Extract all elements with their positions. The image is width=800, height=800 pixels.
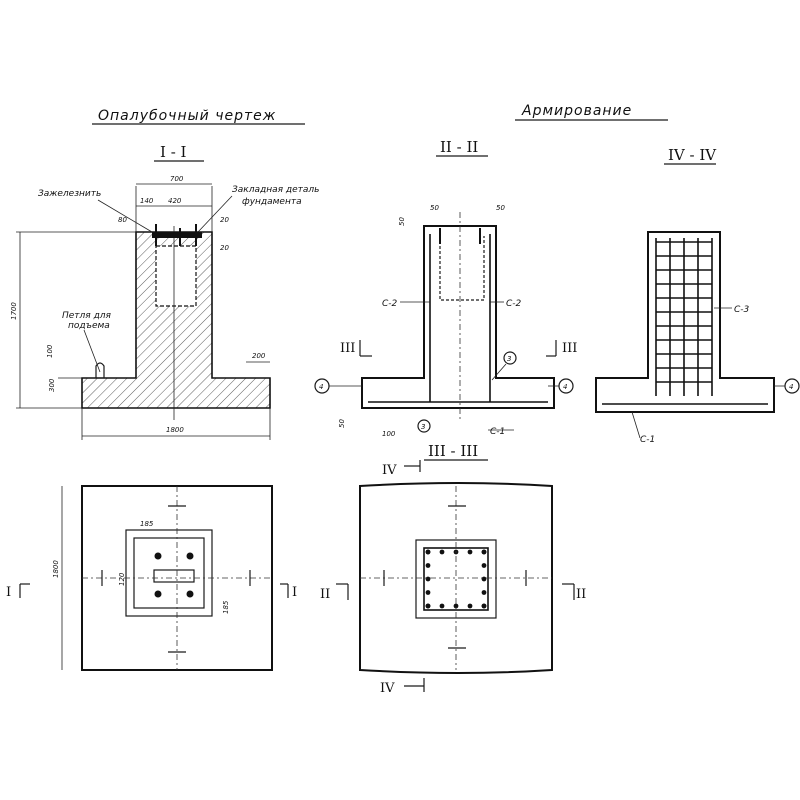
svg-text:4: 4 bbox=[789, 383, 793, 391]
svg-text:IV - IV: IV - IV bbox=[668, 146, 717, 164]
svg-text:50: 50 bbox=[338, 419, 346, 428]
rebar-dot bbox=[481, 563, 487, 568]
svg-text:1700: 1700 bbox=[10, 302, 18, 320]
svg-text:420: 420 bbox=[168, 197, 182, 205]
svg-text:50: 50 bbox=[496, 204, 505, 212]
section-title-1: I - I bbox=[154, 143, 204, 162]
svg-text:Зажелезнить: Зажелезнить bbox=[38, 189, 101, 199]
svg-text:I - I: I - I bbox=[160, 143, 187, 161]
embedded-socket bbox=[155, 245, 197, 307]
svg-text:4: 4 bbox=[563, 383, 567, 391]
svg-text:Петля для: Петля для bbox=[62, 311, 112, 321]
svg-text:120: 120 bbox=[118, 572, 126, 586]
svg-text:III: III bbox=[340, 341, 355, 356]
svg-text:300: 300 bbox=[48, 378, 56, 392]
svg-text:I: I bbox=[292, 585, 297, 600]
svg-text:С-3: С-3 bbox=[734, 305, 750, 315]
svg-text:200: 200 bbox=[252, 352, 266, 360]
svg-text:100: 100 bbox=[382, 430, 396, 438]
rebar-dot bbox=[425, 603, 431, 609]
rebar-dot bbox=[481, 549, 487, 555]
rebar-dot bbox=[481, 590, 487, 595]
svg-text:Закладная деталь: Закладная деталь bbox=[232, 185, 319, 195]
svg-text:фундамента: фундамента bbox=[242, 197, 302, 207]
svg-text:185: 185 bbox=[222, 600, 230, 614]
rebar-dot bbox=[425, 590, 431, 595]
svg-text:II: II bbox=[320, 587, 330, 602]
svg-text:50: 50 bbox=[398, 217, 406, 226]
svg-text:20: 20 bbox=[220, 244, 229, 252]
svg-text:III - III: III - III bbox=[428, 442, 478, 460]
svg-text:II - II: II - II bbox=[440, 138, 478, 156]
section-4-cage: С-3 С-1 4 bbox=[595, 231, 800, 445]
section-1-formwork: 700 140 420 20 20 80 Зажелезнить Закладн… bbox=[10, 175, 319, 440]
foundation-concrete-body bbox=[81, 231, 271, 409]
rebar-dot bbox=[481, 576, 487, 582]
svg-text:80: 80 bbox=[118, 216, 127, 224]
section-title-4: IV - IV bbox=[664, 146, 717, 165]
plan-view-section-3: II II IV IV bbox=[320, 460, 586, 696]
section-title-2: II - II bbox=[436, 138, 488, 157]
svg-text:1800: 1800 bbox=[52, 560, 60, 578]
svg-text:С-1: С-1 bbox=[490, 427, 505, 437]
reinforcement-cage-grid bbox=[655, 238, 713, 396]
svg-text:С-1: С-1 bbox=[640, 435, 655, 445]
rebar-dot bbox=[439, 603, 445, 609]
svg-text:20: 20 bbox=[220, 216, 229, 224]
rebar-dot bbox=[453, 603, 459, 609]
svg-text:100: 100 bbox=[46, 344, 54, 358]
svg-text:700: 700 bbox=[170, 175, 184, 183]
heading-formwork: Опалубочный чертеж bbox=[92, 108, 305, 125]
rebar-dot bbox=[481, 603, 487, 609]
rebar-dot bbox=[425, 563, 431, 568]
svg-text:50: 50 bbox=[430, 204, 439, 212]
svg-text:IV: IV bbox=[380, 681, 395, 696]
svg-text:Армирование: Армирование bbox=[521, 103, 632, 119]
svg-text:С-2: С-2 bbox=[506, 299, 522, 309]
section-2-reinforcement: 50 50 50 50 100 С-2 С-2 С-1 3 3 4 4 III … bbox=[314, 204, 577, 438]
svg-text:1800: 1800 bbox=[166, 426, 184, 434]
svg-text:185: 185 bbox=[140, 520, 154, 528]
heading-reinforcement: Армирование bbox=[515, 103, 668, 121]
svg-text:Опалубочный чертеж: Опалубочный чертеж bbox=[98, 108, 276, 124]
svg-text:4: 4 bbox=[319, 383, 323, 391]
svg-text:III: III bbox=[562, 341, 577, 356]
rebar-dot bbox=[425, 549, 431, 555]
rebar-dot bbox=[467, 549, 473, 555]
svg-text:3: 3 bbox=[507, 355, 511, 363]
svg-text:подъема: подъема bbox=[68, 321, 110, 331]
rebar-dot bbox=[439, 549, 445, 555]
rebar-dot bbox=[425, 576, 431, 582]
rebar-dot bbox=[467, 603, 473, 609]
svg-text:С-2: С-2 bbox=[382, 299, 398, 309]
section-title-3: III - III bbox=[424, 442, 488, 461]
plan-view-formwork: 1800 185 120 185 I I bbox=[6, 485, 297, 671]
svg-text:IV: IV bbox=[382, 463, 397, 478]
svg-text:II: II bbox=[576, 587, 586, 602]
svg-text:I: I bbox=[6, 585, 11, 600]
svg-text:140: 140 bbox=[140, 197, 154, 205]
svg-text:3: 3 bbox=[421, 423, 425, 431]
